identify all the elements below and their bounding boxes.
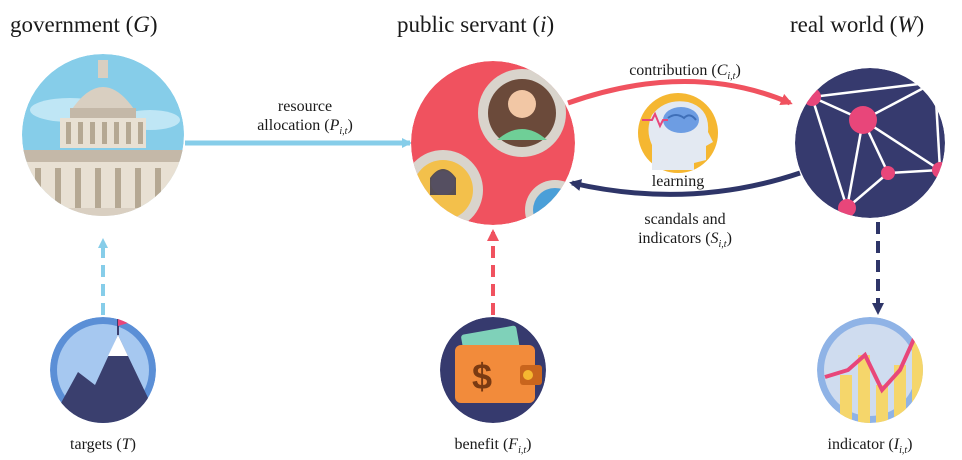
wallet-dollar-icon: $ [440, 317, 546, 423]
indicator-label: indicator (Ii,t) [827, 436, 913, 457]
servant-title: public servant (i) [397, 12, 555, 37]
rising-chart-icon [817, 317, 923, 423]
network-icon [795, 68, 945, 218]
mountain-flag-icon [50, 317, 156, 423]
world-title: real world (W) [790, 12, 925, 37]
learning-label: learning [651, 173, 705, 190]
brain-head-icon [638, 93, 718, 173]
targets-label: targets (T) [70, 436, 136, 453]
scandals-arrow [569, 170, 801, 197]
scandals-indicators-label: scandals and indicators (Si,t) [638, 211, 732, 251]
benefit-label: benefit (Fi,t) [454, 436, 532, 457]
government-title: government (G) [10, 12, 158, 37]
contribution-label: contribution (Ci,t) [629, 62, 741, 83]
contribution-arrow [567, 79, 793, 106]
gears-people-icon [411, 61, 575, 225]
resource-allocation-label: resource allocation (Pi,t) [257, 98, 353, 138]
capitol-icon [22, 54, 184, 216]
svg-text:$: $ [472, 356, 492, 397]
